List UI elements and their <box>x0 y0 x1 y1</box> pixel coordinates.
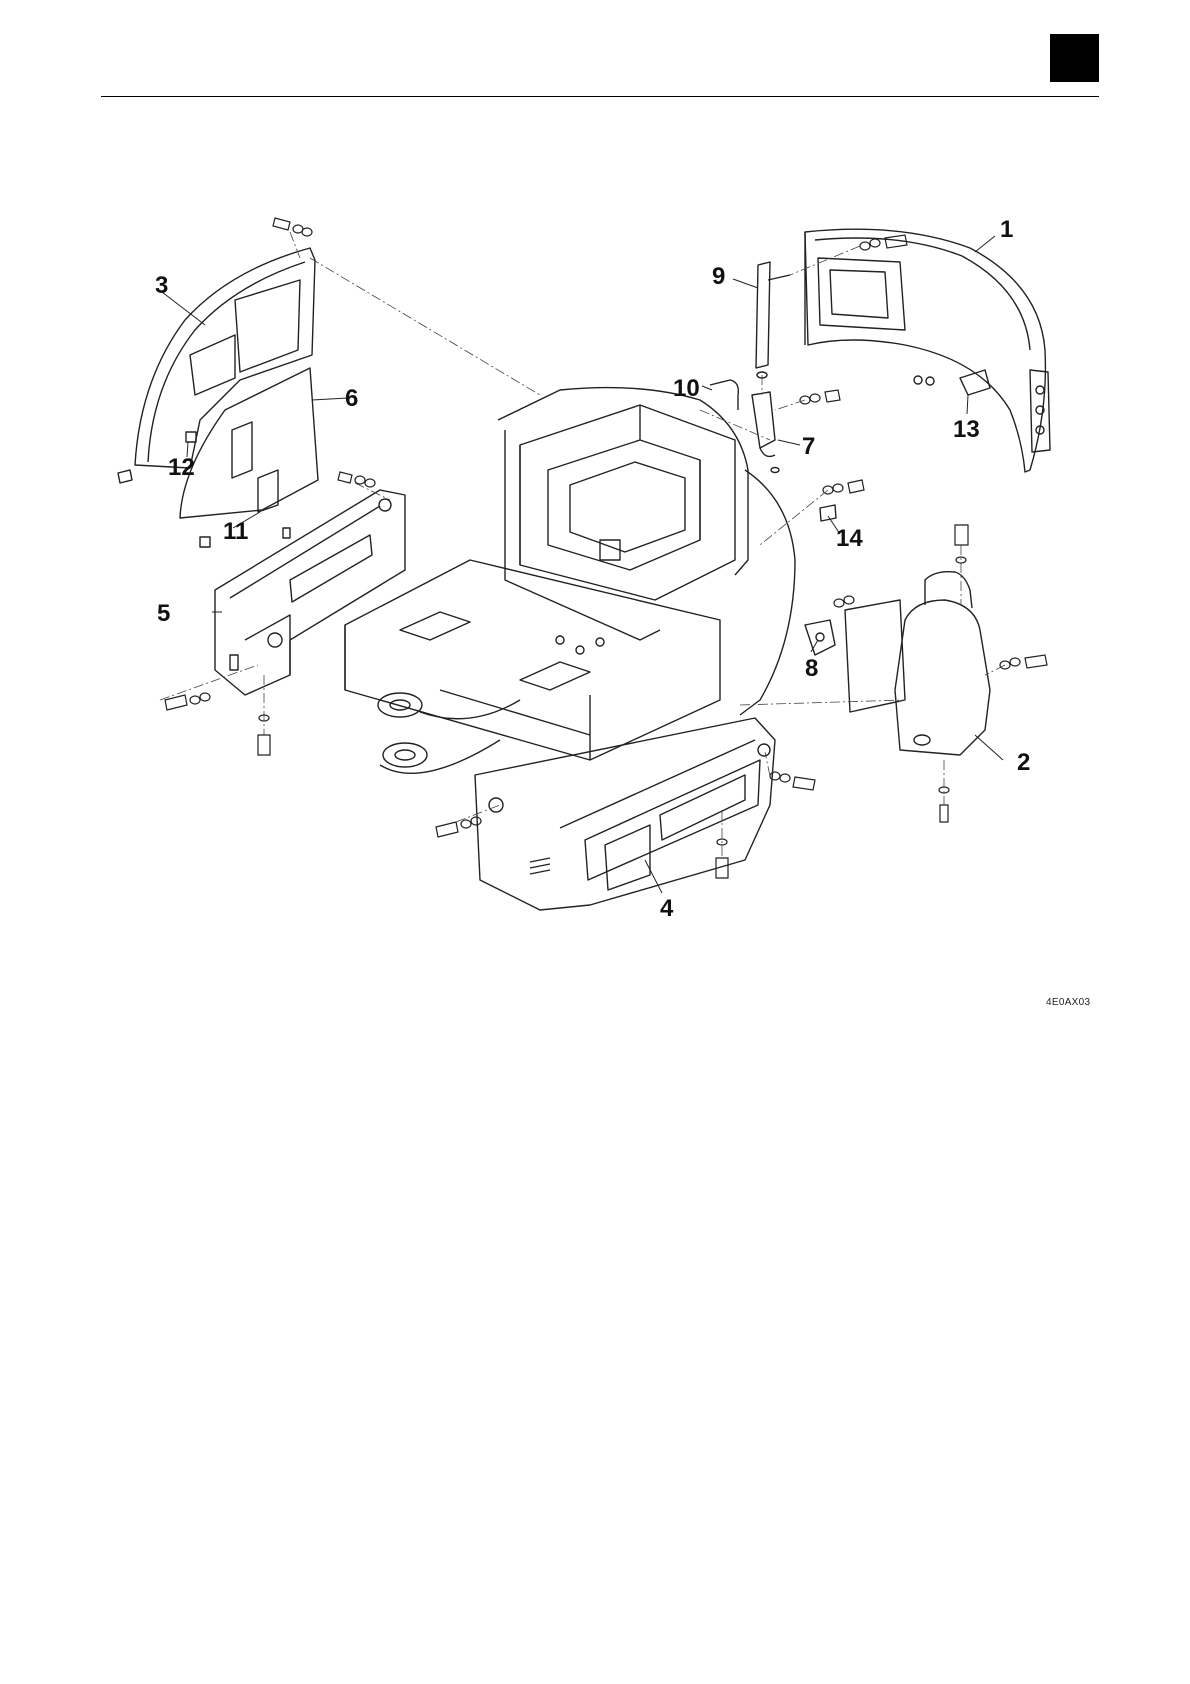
part-6-inner-panel <box>180 368 318 518</box>
part-7-bracket <box>752 392 779 473</box>
callout-9: 9 <box>712 265 725 289</box>
figure-code: 4E0AX03 <box>1046 997 1090 1008</box>
floor-deck <box>345 560 720 760</box>
callout-5: 5 <box>157 602 170 626</box>
callout-6: 6 <box>345 387 358 411</box>
part-1-rear-cover <box>805 229 1050 472</box>
callout-4: 4 <box>660 897 673 921</box>
part-13-clamp <box>914 370 990 395</box>
callout-11: 11 <box>223 520 248 544</box>
callout-1: 1 <box>1000 218 1013 242</box>
part-4-front-tray <box>475 718 775 910</box>
callout-7: 7 <box>802 435 815 459</box>
main-frame <box>498 388 795 715</box>
callout-8: 8 <box>805 657 818 681</box>
hardware-fasteners <box>165 218 1047 878</box>
assembly-lines <box>160 232 1005 858</box>
callout-2: 2 <box>1017 751 1030 775</box>
part-14-plate <box>820 505 836 521</box>
callout-10: 10 <box>673 377 700 401</box>
leader-lines <box>162 236 1003 893</box>
callout-14: 14 <box>836 527 863 551</box>
part-10-clip <box>710 380 738 410</box>
part-2-right-block <box>845 572 990 755</box>
part-8-bracket <box>805 620 835 655</box>
callout-12: 12 <box>168 456 195 480</box>
callout-13: 13 <box>953 418 980 442</box>
part-9-arm <box>756 262 790 378</box>
callout-3: 3 <box>155 274 168 298</box>
